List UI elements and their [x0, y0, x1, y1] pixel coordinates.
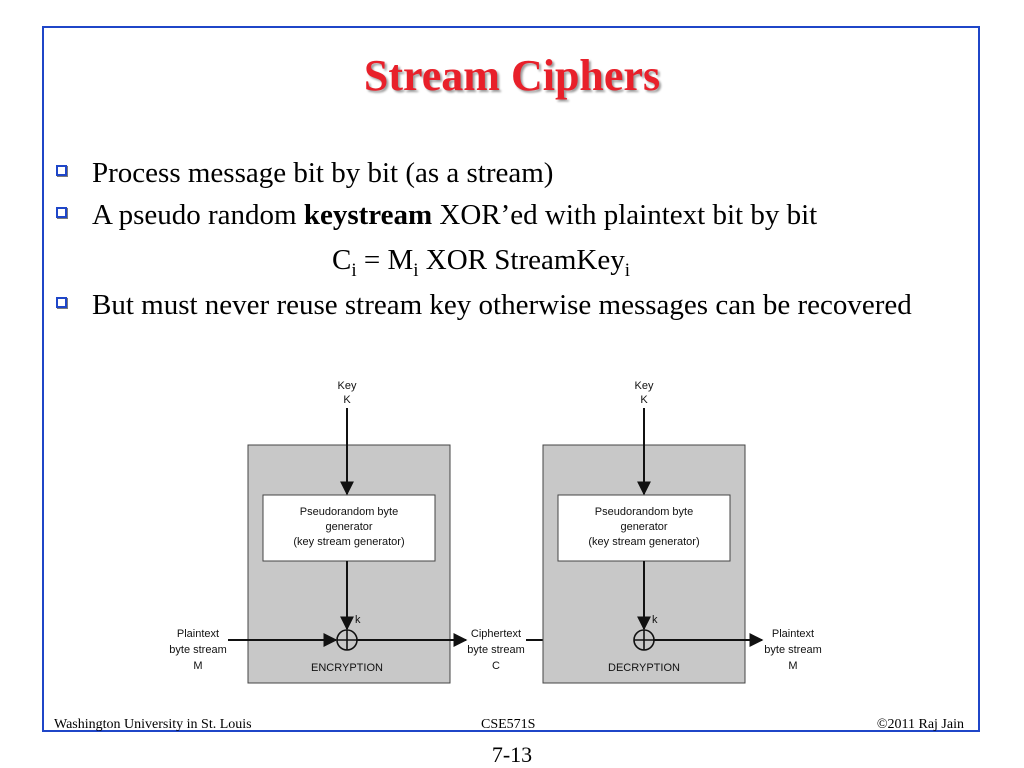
dec-generator-line1: Pseudorandom byte: [595, 506, 693, 518]
enc-key-symbol: K: [343, 394, 351, 406]
ciphertext-label-2: byte stream: [467, 644, 524, 656]
enc-generator-line1: Pseudorandom byte: [300, 506, 398, 518]
dec-key-symbol: K: [640, 394, 648, 406]
dec-key-label: Key: [635, 380, 654, 392]
dec-generator-box: [557, 494, 731, 562]
ciphertext-label-3: C: [492, 660, 500, 672]
ciphertext-label-1: Ciphertext: [471, 628, 521, 640]
footer-course: CSE571S: [481, 717, 536, 732]
decryption-caption: DECRYPTION: [608, 662, 680, 674]
dec-generator-line2: generator: [620, 521, 667, 533]
enc-generator-line2: generator: [325, 521, 372, 533]
bullet-3: But must never reuse stream key otherwis…: [56, 288, 956, 322]
enc-k-label: k: [355, 614, 361, 626]
stream-cipher-diagram: Key K Pseudorandom byte generator (key s…: [169, 380, 822, 684]
bullet-2-text: A pseudo random keystream XOR’ed with pl…: [92, 199, 818, 231]
dec-generator-line3: (key stream generator): [588, 536, 699, 548]
slide-frame: [42, 26, 980, 732]
bullet-square-icon: [56, 165, 67, 176]
dec-k-label: k: [652, 614, 658, 626]
bullet-1: Process message bit by bit (as a stream): [56, 156, 956, 190]
plaintext-out-label-3: M: [788, 660, 797, 672]
bullet-square-icon: [56, 297, 67, 308]
plaintext-in-label-2: byte stream: [169, 644, 226, 656]
plaintext-out-label-1: Plaintext: [772, 628, 814, 640]
plaintext-in-label-1: Plaintext: [177, 628, 219, 640]
encryption-block: [247, 444, 451, 684]
plaintext-in-label-3: M: [193, 660, 202, 672]
dec-xor-icon: [633, 629, 655, 651]
page-number: 7-13: [491, 742, 533, 767]
enc-key-label: Key: [338, 380, 357, 392]
enc-generator-line3: (key stream generator): [293, 536, 404, 548]
bullet-square-icon: [56, 207, 67, 218]
bullet-1-text: Process message bit by bit (as a stream): [92, 157, 554, 189]
bullet-3-text: But must never reuse stream key otherwis…: [92, 289, 912, 321]
footer-copyright: ©2011 Raj Jain: [876, 717, 964, 732]
slide-title: Stream Ciphers: [363, 51, 661, 100]
footer-institution: Washington University in St. Louis: [54, 717, 252, 732]
enc-xor-icon: [336, 629, 358, 651]
keystream-term: keystream: [303, 199, 433, 231]
bullet-2: A pseudo random keystream XOR’ed with pl…: [56, 198, 956, 232]
cipher-formula: Ci = Mi XOR StreamKeyi: [332, 244, 631, 281]
plaintext-out-label-2: byte stream: [764, 644, 821, 656]
encryption-caption: ENCRYPTION: [311, 662, 383, 674]
